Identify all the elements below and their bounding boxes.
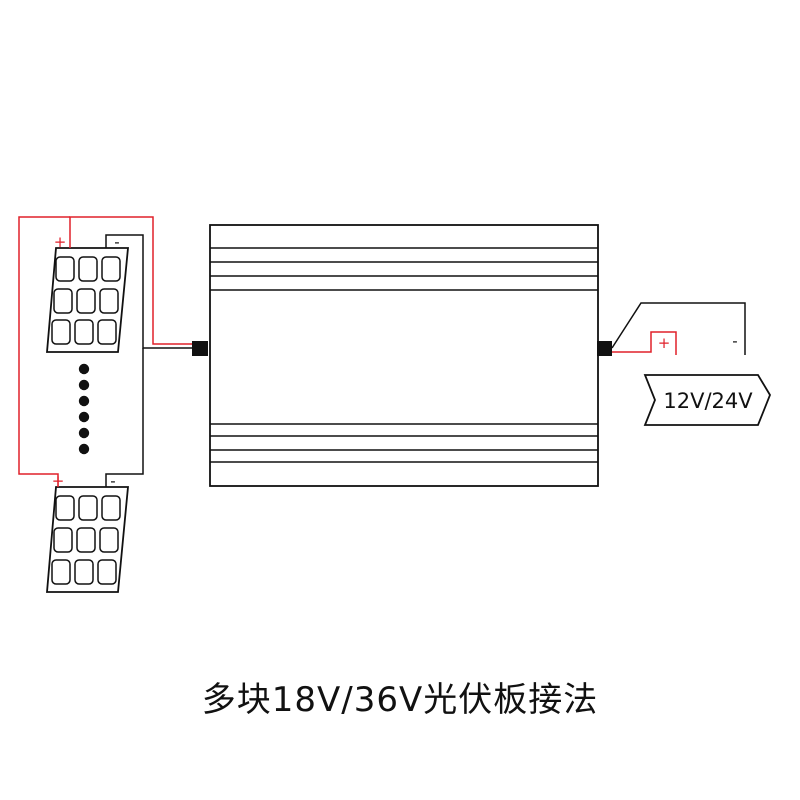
battery xyxy=(643,374,772,426)
positive-wire-bottom xyxy=(18,216,70,487)
panel-top-minus: - xyxy=(114,233,119,251)
panel-bottom-plus: + xyxy=(52,472,65,490)
panel-top-plus: + xyxy=(54,233,67,251)
battery-label: 12V/24V xyxy=(663,389,753,413)
controller-body xyxy=(209,224,599,487)
negative-wire-battery xyxy=(611,302,746,355)
positive-wire-top xyxy=(69,216,192,345)
input-connector xyxy=(192,341,208,356)
panel-bottom-minus: - xyxy=(110,472,115,490)
negative-wire-bottom xyxy=(105,348,144,487)
panel-series-dots xyxy=(78,363,90,455)
output-connector xyxy=(597,341,612,356)
battery-plus: + xyxy=(658,334,671,352)
solar-panel-top xyxy=(46,247,129,353)
diagram-caption: 多块18V/36V光伏板接法 xyxy=(201,680,599,720)
solar-panel-bottom xyxy=(46,486,129,593)
battery-minus: - xyxy=(732,332,737,350)
positive-wire-battery xyxy=(612,331,677,355)
negative-wire-top xyxy=(105,234,192,349)
